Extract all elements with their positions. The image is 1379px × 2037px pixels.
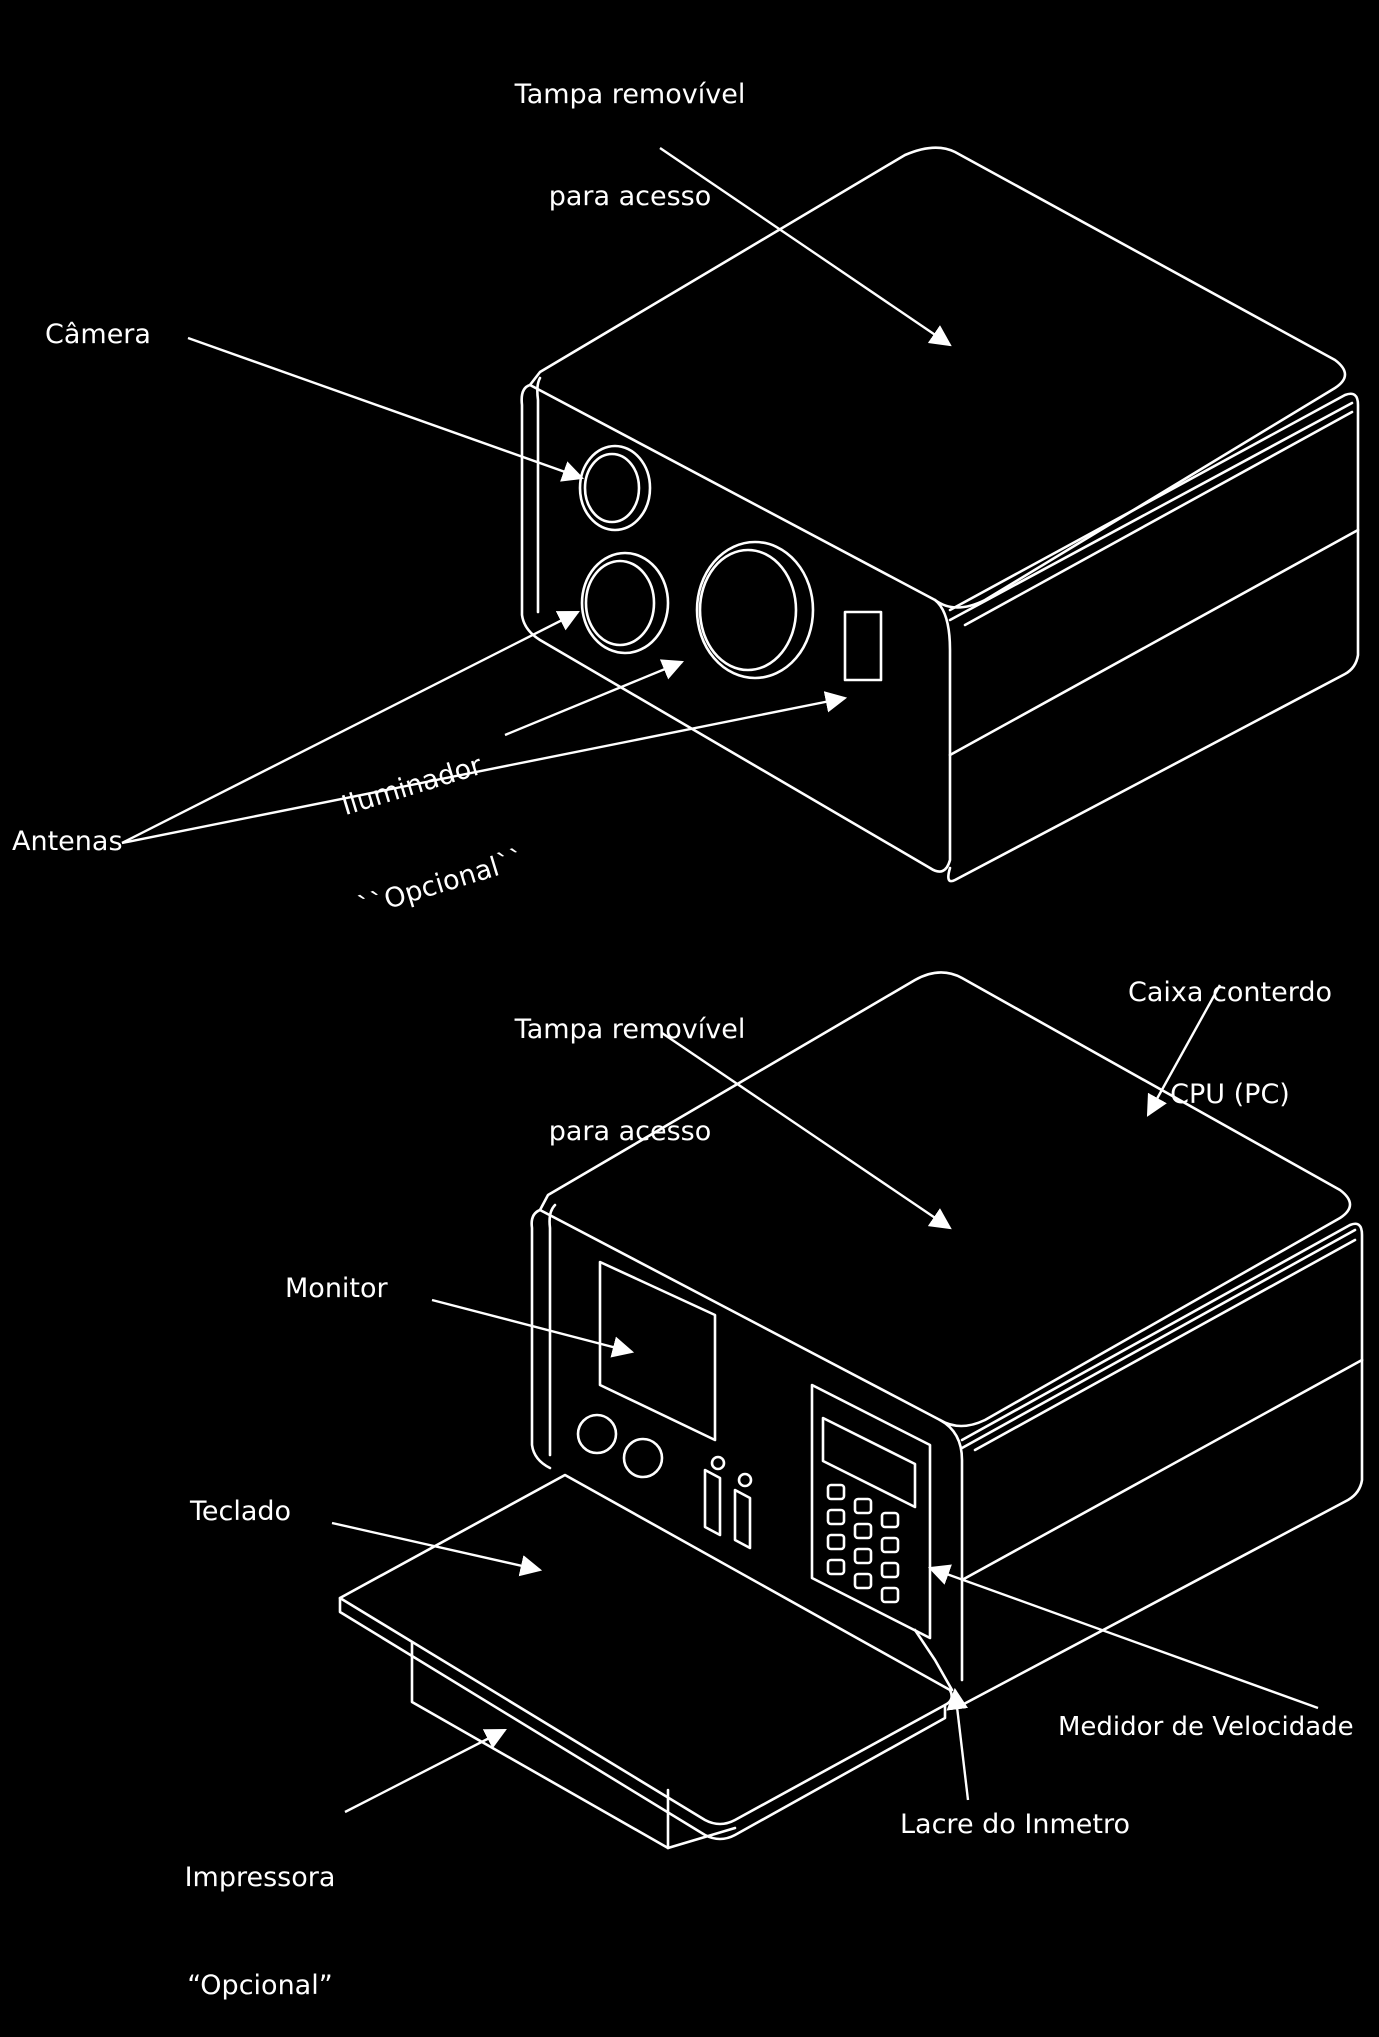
arrow-top-tampa xyxy=(659,147,952,347)
inmetro-seal-wire xyxy=(913,1628,954,1692)
iluminador-lens-outer xyxy=(580,551,670,655)
cpu-unit-front-bezel xyxy=(548,1203,557,1457)
speed-meter-display xyxy=(821,1416,917,1509)
label-bottom-tampa-line-2: para acesso xyxy=(548,1116,712,1147)
label-medidor: Medidor de Velocidade xyxy=(1058,1712,1354,1742)
arrow-iluminador xyxy=(504,659,684,737)
arrow-monitor xyxy=(431,1298,635,1358)
speed-meter-body xyxy=(810,1383,932,1640)
arrow-caixa xyxy=(1146,984,1222,1117)
keyboard-tray-front-edge xyxy=(338,1596,947,1841)
top-callout-arrows xyxy=(121,147,952,845)
label-top-tampa-line-1: Tampa removível xyxy=(514,79,746,110)
cpu-unit-side-groove-1 xyxy=(960,1228,1357,1450)
connector-right xyxy=(733,1488,752,1550)
antena-lens-outer xyxy=(695,540,815,680)
cpu-unit xyxy=(338,971,1364,1850)
camera-lens-inner xyxy=(583,452,641,524)
iluminador-lens-inner xyxy=(584,559,656,647)
bottom-callout-arrows xyxy=(331,984,1319,1814)
camera-unit-side-edge xyxy=(963,410,1354,627)
camera-unit-side-groove-2 xyxy=(948,528,1360,757)
label-antenas: Antenas xyxy=(12,826,123,857)
arrow-impressora xyxy=(344,1728,507,1814)
camera-unit-side-groove-1 xyxy=(948,401,1354,622)
cpu-unit-top-face xyxy=(538,971,1352,1428)
label-camera: Câmera xyxy=(45,319,151,350)
label-caixa-line-1: Caixa conterdo xyxy=(1128,977,1332,1008)
keyboard-tray-top xyxy=(338,1473,953,1826)
arrow-lacre xyxy=(946,1687,970,1801)
printer-side xyxy=(666,1826,737,1850)
arrow-medidor xyxy=(927,1564,1319,1710)
camera-unit-front-bezel xyxy=(536,376,542,614)
cpu-unit-front-right-edge xyxy=(938,1418,964,1682)
connector-right-led xyxy=(737,1472,753,1488)
speed-meter-keypad xyxy=(826,1483,900,1604)
cpu-unit-side-edge xyxy=(973,1238,1357,1452)
camera-lens-outer xyxy=(578,444,652,532)
connector-left xyxy=(703,1468,722,1537)
arrow-bottom-tampa xyxy=(661,1032,952,1230)
camera-unit-front-panel xyxy=(520,383,952,873)
label-bottom-tampa: Tampa removível para acesso xyxy=(430,945,830,1183)
label-impressora-line-1: Impressora xyxy=(184,1862,336,1893)
cpu-unit-side-face xyxy=(960,1222,1364,1707)
arrow-camera xyxy=(187,336,585,482)
camera-unit-top-face xyxy=(528,146,1347,609)
label-caixa-line-2: CPU (PC) xyxy=(1170,1079,1290,1110)
cpu-unit-front-panel xyxy=(530,1208,552,1470)
monitor-screen xyxy=(598,1260,717,1442)
printer-body xyxy=(410,1640,670,1850)
arrow-teclado xyxy=(331,1521,543,1577)
antena-lens-inner xyxy=(698,548,798,672)
equipment-diagram xyxy=(121,146,1364,1850)
label-monitor: Monitor xyxy=(285,1273,388,1304)
label-iluminador-line-1: Iluminador xyxy=(338,750,486,822)
label-bottom-tampa-line-1: Tampa removível xyxy=(514,1014,746,1045)
knob-right xyxy=(622,1437,664,1479)
antena-slot xyxy=(843,610,883,682)
connector-left-led xyxy=(710,1455,726,1471)
label-impressora-line-2: “Opcional” xyxy=(187,1970,333,2001)
label-impressora: Impressora “Opcional” xyxy=(150,1793,370,2037)
label-top-tampa: Tampa removível para acesso xyxy=(430,10,830,248)
knob-left xyxy=(576,1413,618,1455)
cpu-unit-side-groove-2 xyxy=(960,1358,1364,1582)
label-lacre: Lacre do Inmetro xyxy=(900,1809,1130,1840)
label-teclado: Teclado xyxy=(190,1496,292,1527)
label-caixa: Caixa conterdo CPU (PC) xyxy=(1110,908,1350,1146)
camera-unit xyxy=(520,146,1360,883)
camera-unit-side-face xyxy=(947,392,1360,883)
label-top-tampa-line-2: para acesso xyxy=(548,181,712,212)
arrow-antenas-1 xyxy=(121,610,580,845)
arrow-antenas-2 xyxy=(121,691,848,845)
